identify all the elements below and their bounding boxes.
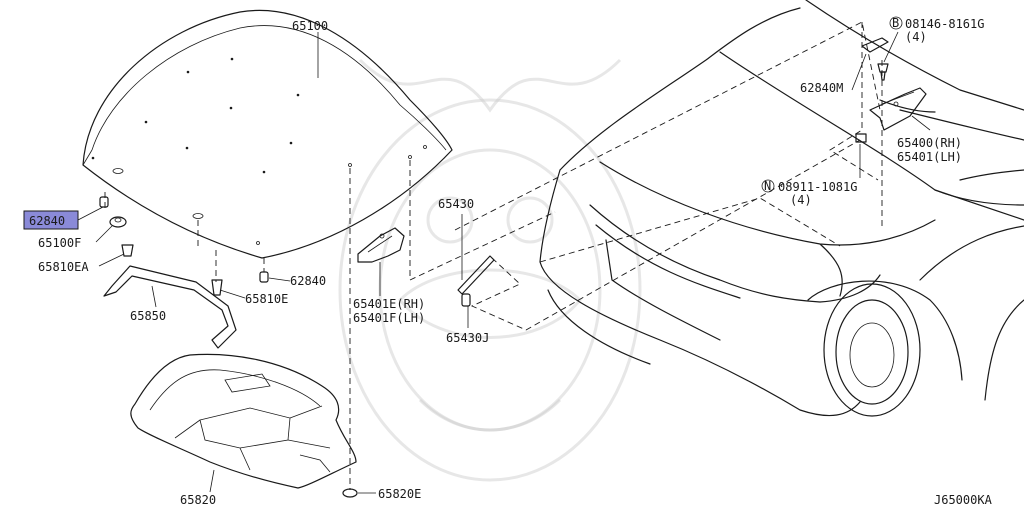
hood-hinge-65401E[interactable] [357, 227, 405, 263]
bolt-08146[interactable] [877, 63, 889, 81]
label-65100F[interactable]: 65100F [38, 236, 81, 250]
clip-62840-left[interactable] [99, 196, 109, 208]
diagram-code: J65000KA [934, 493, 993, 507]
label-65820[interactable]: 65820 [180, 493, 216, 507]
hood-insulator-65820[interactable] [130, 353, 357, 489]
clip-65820E[interactable] [342, 488, 358, 498]
hood-hinge-65400[interactable] [869, 87, 927, 131]
bumper-65100F[interactable] [109, 216, 127, 228]
label-bolt-08146[interactable]: 08146-8161G [905, 17, 984, 31]
clip-62840-right[interactable] [259, 271, 269, 283]
mark-b: B [892, 16, 899, 30]
label-65401F[interactable]: 65401F(LH) [353, 311, 425, 325]
support-rod-65850[interactable] [103, 265, 237, 349]
label-bolt-qty: (4) [905, 30, 927, 44]
hood-panel[interactable] [82, 9, 453, 259]
label-65100[interactable]: 65100 [292, 19, 328, 33]
clip-65810EA[interactable] [121, 244, 134, 257]
mark-n-circle [761, 179, 775, 193]
leader-65100F [95, 225, 113, 243]
hood-holes [91, 57, 427, 245]
bracket-62840M[interactable] [861, 37, 889, 53]
label-65401E[interactable]: 65401E(RH) [353, 297, 425, 311]
mark-b-circle [889, 16, 903, 30]
leader-62840-left [77, 206, 104, 221]
nut-08911[interactable] [855, 133, 867, 143]
leader-65810EA [98, 253, 125, 267]
leader-65400 [911, 115, 931, 131]
dash-62840M [829, 22, 879, 181]
dash-hinge-right [454, 21, 881, 231]
label-65810E[interactable]: 65810E [245, 292, 288, 306]
leader-65850 [151, 285, 157, 308]
label-62840-right[interactable]: 62840 [290, 274, 326, 288]
dash-65430 [470, 139, 861, 331]
label-65430J[interactable]: 65430J [446, 331, 489, 345]
mark-n: N [764, 179, 771, 193]
label-62840M[interactable]: 62840M [800, 81, 843, 95]
label-65810EA[interactable]: 65810EA [38, 260, 89, 274]
watermark-emblem [338, 58, 642, 482]
label-65850[interactable]: 65850 [130, 309, 166, 323]
leader-62840-right [268, 277, 291, 282]
label-nut-08911[interactable]: 08911-1081G [778, 180, 857, 194]
dash-65401E [409, 160, 556, 281]
dash-latch [539, 197, 841, 263]
label-65401[interactable]: 65401(LH) [897, 150, 962, 164]
clip-65810E[interactable] [211, 279, 223, 296]
label-65430[interactable]: 65430 [438, 197, 474, 211]
label-62840-highlighted[interactable]: 62840 [29, 214, 65, 228]
label-65400[interactable]: 65400(RH) [897, 136, 962, 150]
leader-65810E [219, 289, 246, 299]
leader-62840M [851, 53, 867, 91]
label-nut-qty: (4) [790, 193, 812, 207]
leader-65820 [209, 469, 215, 493]
label-65820E[interactable]: 65820E [378, 487, 421, 501]
leader-bolt [883, 31, 899, 63]
car-body [539, 0, 1024, 417]
